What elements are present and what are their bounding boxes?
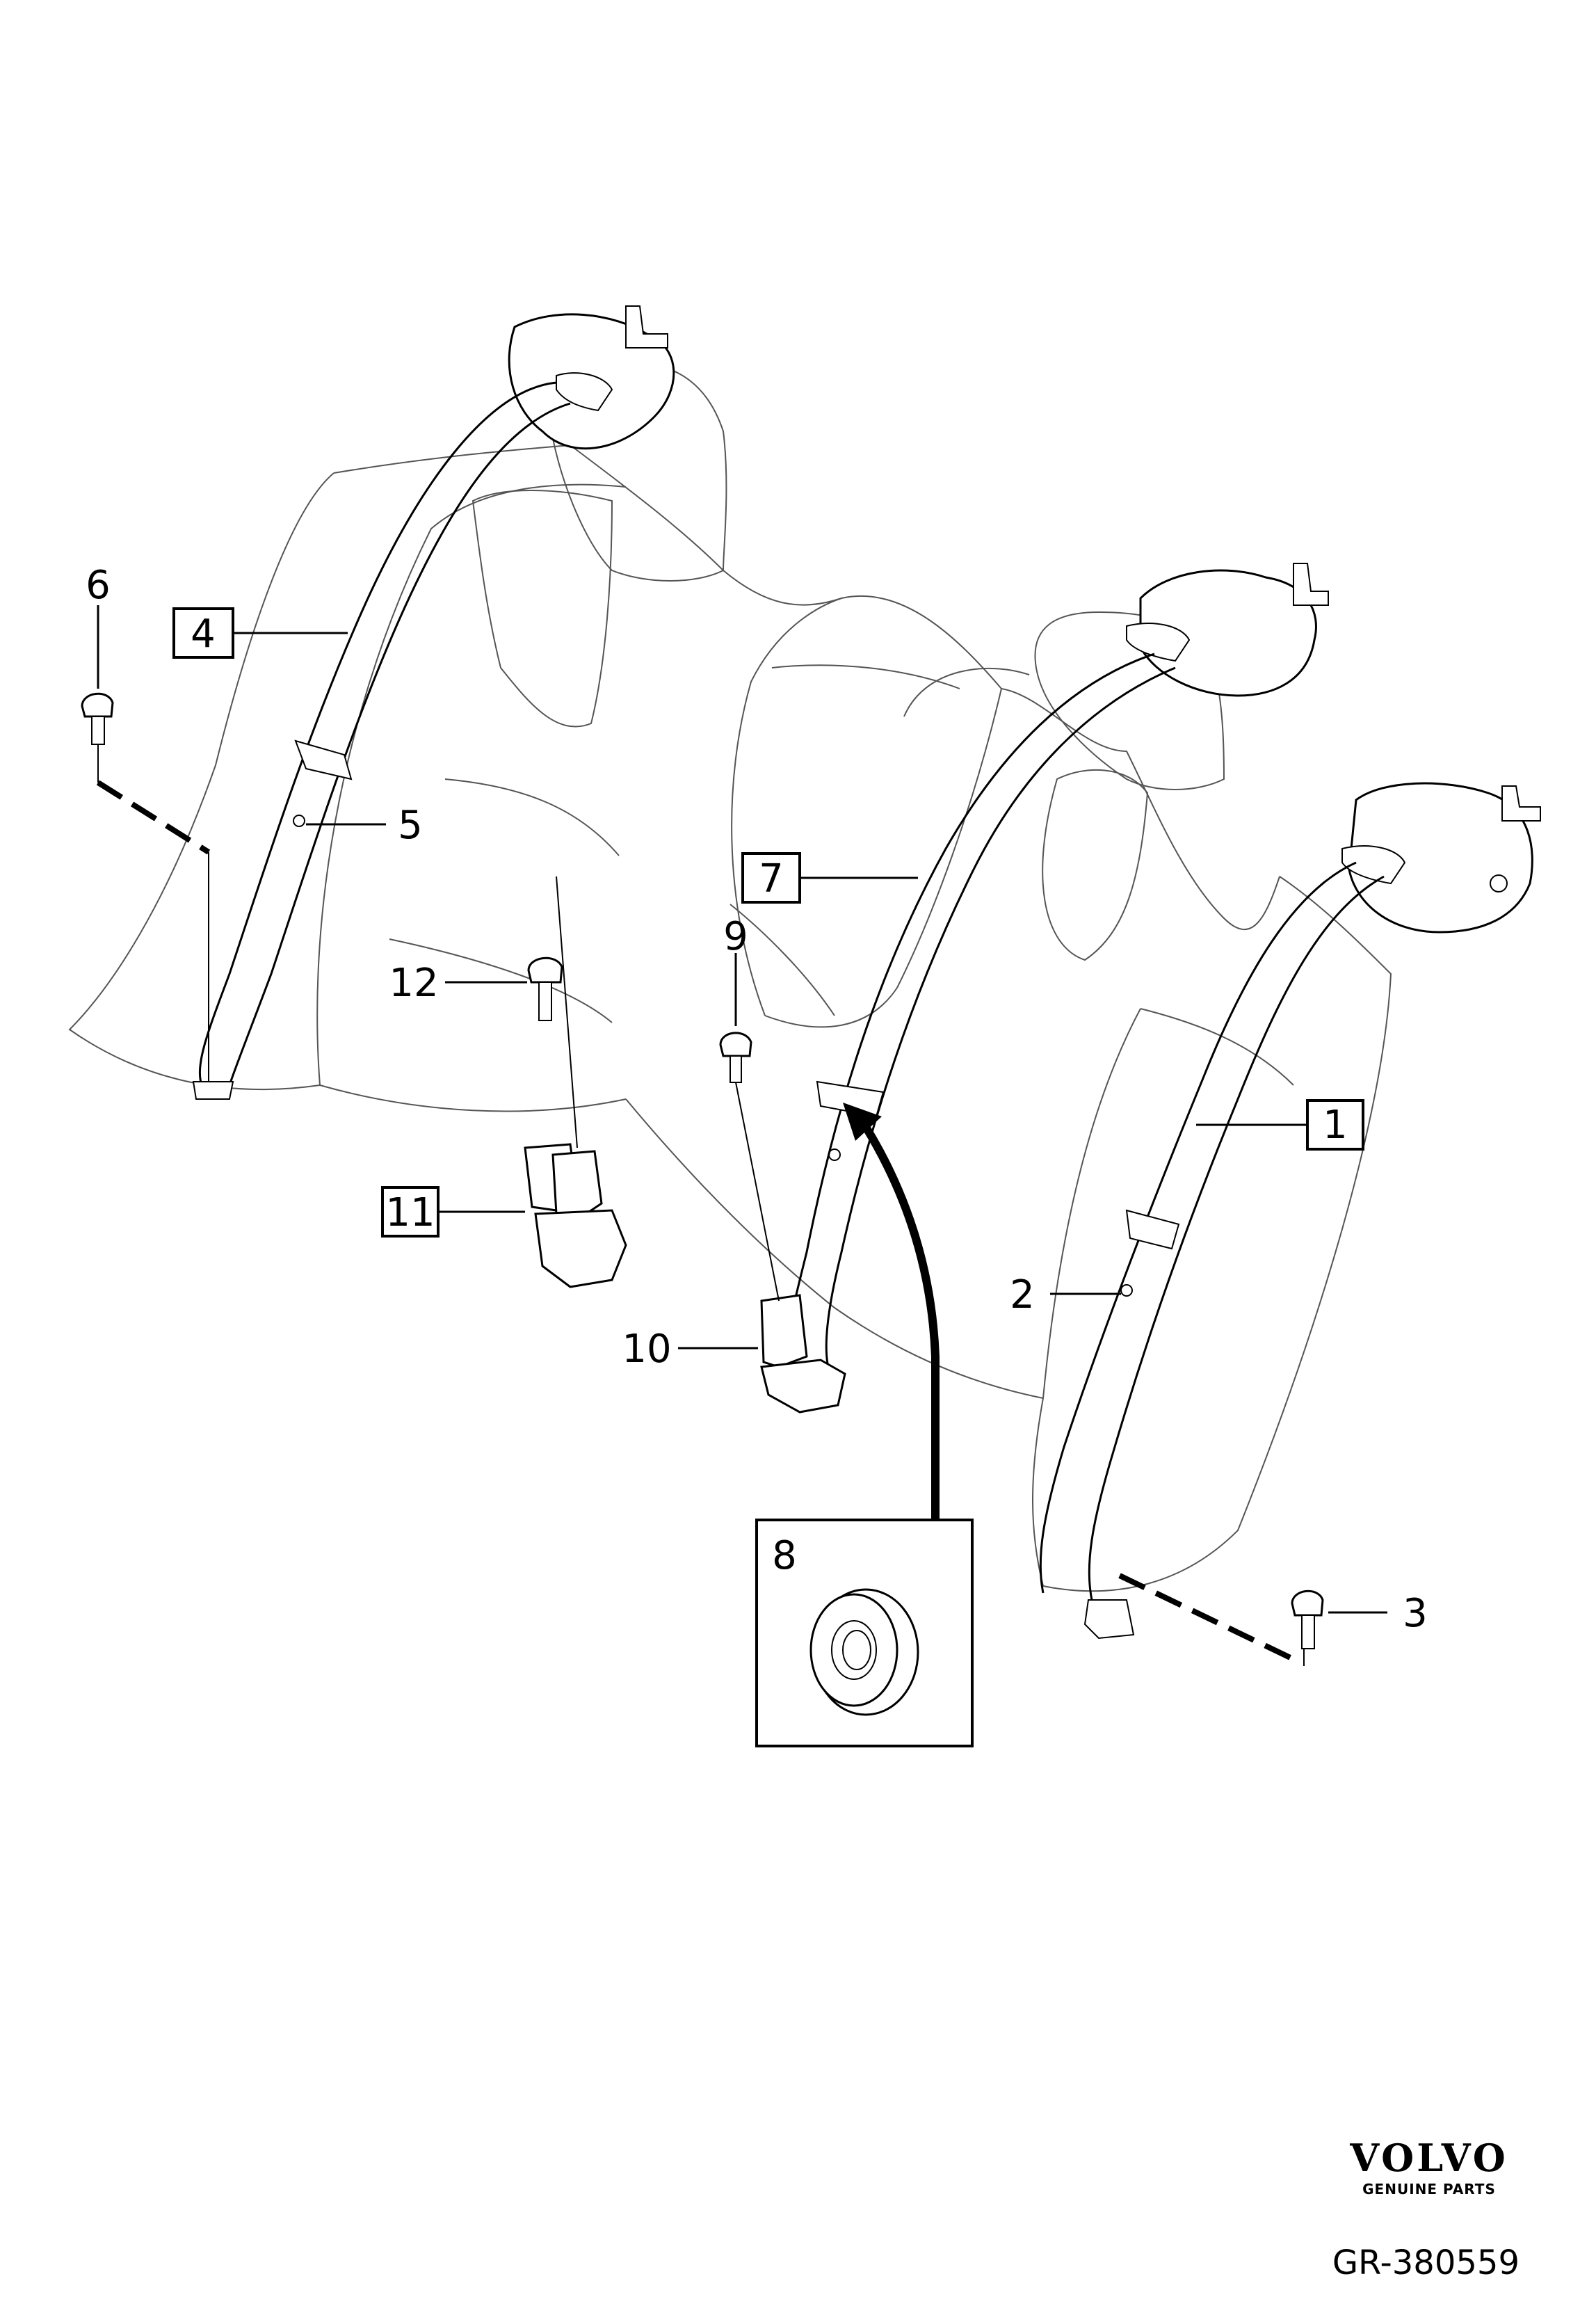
callout-12: 12 xyxy=(389,961,438,1006)
callout-box-11 xyxy=(381,1186,440,1238)
callout-6: 6 xyxy=(86,563,111,608)
callout-2: 2 xyxy=(1010,1272,1035,1318)
callout-11: 11 xyxy=(385,1190,435,1235)
center-seat-belt-assembly xyxy=(784,563,1329,1364)
bolt-part-9 xyxy=(719,1032,752,1083)
left-seat-belt-assembly xyxy=(192,305,675,1100)
bolt-part-6 xyxy=(81,692,114,745)
callout-4: 4 xyxy=(191,611,216,657)
callout-1: 1 xyxy=(1323,1103,1348,1148)
callout-3: 3 xyxy=(1403,1591,1428,1636)
figure-id: GR-380559 xyxy=(1332,2243,1520,2282)
callout-box-1 xyxy=(1306,1099,1364,1151)
assembly-path-9 xyxy=(735,1082,780,1302)
center-buckle-part-10 xyxy=(760,1294,846,1414)
detail-arrow-8 xyxy=(862,1124,940,1520)
callout-9: 9 xyxy=(723,914,748,959)
callout-box-4 xyxy=(172,607,234,659)
volvo-genuine-parts-logo: VOLVO GENUINE PARTS xyxy=(1339,2139,1520,2197)
volvo-wordmark: VOLVO xyxy=(1350,2136,1508,2180)
callout-box-7 xyxy=(741,852,801,904)
assembly-dash-3 xyxy=(1118,1573,1302,1665)
double-buckle-part-11 xyxy=(524,876,627,1288)
detail-arrowhead-8 xyxy=(843,1103,882,1141)
callout-7: 7 xyxy=(759,856,784,902)
bolt-part-3 xyxy=(1291,1590,1324,1649)
right-seat-belt-assembly xyxy=(1039,782,1541,1640)
grommet-part-8 xyxy=(809,1588,919,1716)
bolt-part-12 xyxy=(527,956,563,1021)
callout-10: 10 xyxy=(622,1327,671,1372)
callout-8: 8 xyxy=(772,1533,797,1578)
rear-seat-backrest xyxy=(68,357,1392,1592)
assembly-dash-6 xyxy=(96,780,211,855)
genuine-parts-tagline: GENUINE PARTS xyxy=(1362,2181,1496,2197)
callout-5: 5 xyxy=(398,803,423,848)
